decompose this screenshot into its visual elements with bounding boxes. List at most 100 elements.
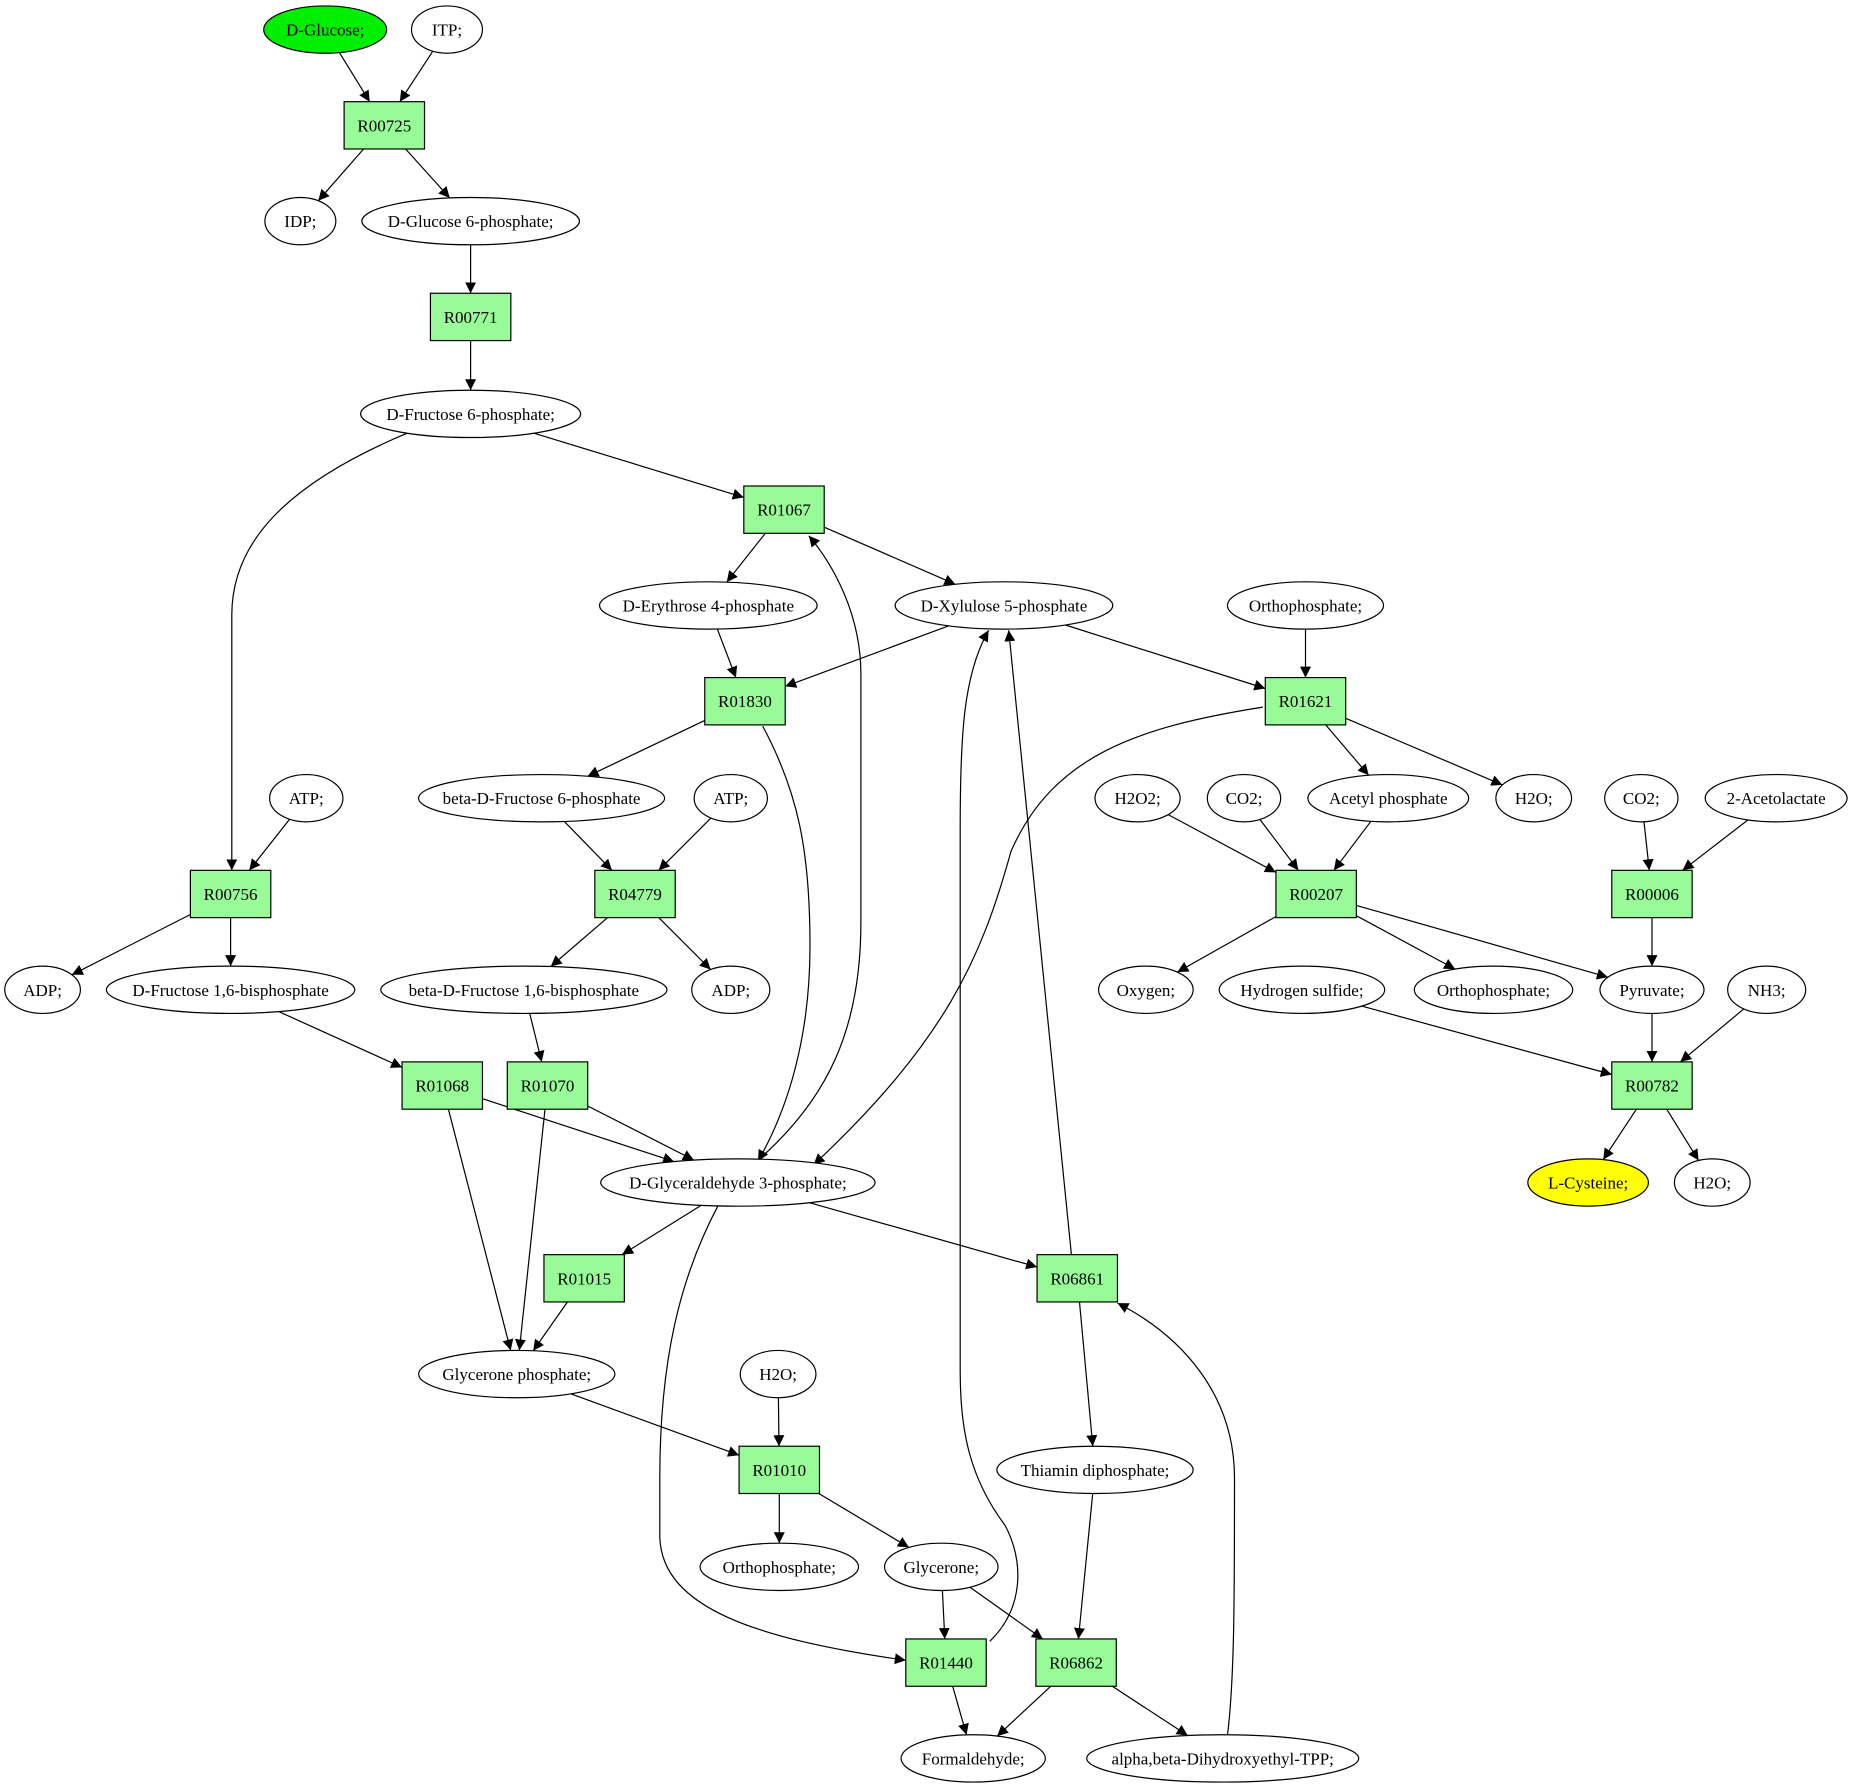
reaction-node: R00725 [343, 101, 426, 150]
compound-node: ITP; [410, 5, 484, 54]
compound-node: Orthophosphate; [1413, 965, 1574, 1015]
compound-label: ATP; [713, 789, 748, 808]
compound-label: IDP; [284, 212, 316, 231]
compound-node: Oxygen; [1097, 965, 1194, 1015]
compound-ellipse [1307, 773, 1470, 823]
edge-arrow [533, 432, 744, 500]
edge-arrow [570, 1393, 740, 1457]
compound-ellipse [1495, 773, 1573, 823]
reaction-box [343, 101, 426, 150]
compound-node: H2O; [1495, 773, 1573, 823]
reaction-box [543, 1254, 625, 1303]
compound-label: beta-D-Fructose 1,6-bisphosphate [409, 981, 639, 1000]
reaction-box [506, 1061, 589, 1110]
compound-node: H2O; [1673, 1158, 1751, 1207]
reaction-node: R01067 [743, 485, 825, 534]
compound-node: CO2; [1206, 773, 1282, 823]
compound-node: beta-D-Fructose 1,6-bisphosphate [380, 965, 668, 1015]
reaction-node: R01068 [401, 1061, 484, 1110]
edge-arrow [587, 719, 706, 777]
edge-arrow [1356, 904, 1609, 980]
edge-arrow [563, 820, 613, 871]
edge-arrow [969, 1586, 1044, 1640]
reaction-box [1264, 676, 1347, 726]
edge-arrow [809, 1202, 1038, 1270]
edge-arrow [818, 1492, 910, 1548]
compound-node: Orthophosphate; [699, 1542, 860, 1592]
reaction-box [1611, 869, 1693, 919]
edge-arrow [1345, 717, 1503, 786]
edge-arrow [952, 1686, 969, 1736]
reaction-label: R01830 [718, 692, 772, 711]
edge-arrow [773, 1397, 785, 1447]
reaction-node: R01621 [1264, 676, 1347, 726]
compound-node: D-Xylulose 5-phosphate [894, 581, 1114, 630]
compound-ellipse [1218, 965, 1386, 1015]
edge-arrow [1177, 916, 1277, 973]
reaction-node: R00207 [1275, 869, 1357, 919]
compound-ellipse [269, 773, 344, 823]
compound-ellipse [996, 1445, 1194, 1495]
compound-node: NH3; [1727, 965, 1807, 1015]
compound-label: Hydrogen sulfide; [1240, 981, 1363, 1000]
compound-label: CO2; [1623, 789, 1660, 808]
reaction-box [1275, 869, 1357, 919]
compound-label: CO2; [1226, 789, 1263, 808]
compound-ellipse [360, 389, 582, 439]
reaction-label: R01070 [521, 1077, 575, 1096]
compound-node: D-Fructose 6-phosphate; [360, 389, 582, 439]
reaction-label: R04779 [608, 885, 662, 904]
edge-arrow [1117, 1302, 1236, 1736]
compound-node: alpha,beta-Dihydroxyethyl-TPP; [1086, 1734, 1360, 1783]
reaction-node: R04779 [594, 869, 676, 919]
edge-arrow [399, 50, 434, 103]
compound-ellipse [1527, 1158, 1650, 1207]
compound-node: D-Glucose; [263, 5, 388, 54]
compound-ellipse [600, 1158, 876, 1207]
compound-label: NH3; [1748, 981, 1786, 1000]
edge-arrow [996, 1685, 1052, 1737]
compound-node: Hydrogen sulfide; [1218, 965, 1386, 1015]
compound-node: CO2; [1604, 773, 1679, 823]
compound-label: alpha,beta-Dihydroxyethyl-TPP; [1112, 1749, 1334, 1768]
compound-ellipse [693, 773, 769, 823]
compound-ellipse [691, 965, 771, 1015]
edge-arrow [621, 1204, 702, 1256]
compound-ellipse [1094, 773, 1181, 823]
reaction-box [401, 1061, 484, 1110]
edge-arrow [784, 625, 950, 688]
reaction-box [743, 485, 825, 534]
edge-arrow [1078, 1301, 1098, 1447]
compound-node: ADP; [4, 965, 82, 1015]
compound-label: D-Fructose 1,6-bisphosphate [132, 981, 328, 1000]
reaction-label: R00725 [357, 116, 411, 135]
reaction-node: R01070 [506, 1061, 589, 1110]
compound-label: H2O2; [1114, 789, 1160, 808]
compound-ellipse [1206, 773, 1282, 823]
reaction-box [429, 292, 512, 342]
compound-node: D-Erythrose 4-phosphate [598, 581, 818, 630]
reaction-label: R01015 [557, 1269, 611, 1288]
compound-node: H2O2; [1094, 773, 1181, 823]
compound-ellipse [1226, 581, 1385, 630]
compound-label: D-Erythrose 4-phosphate [623, 596, 794, 615]
edge-arrow [658, 817, 712, 871]
compound-label: 2-Acetolactate [1727, 789, 1826, 808]
reaction-label: R01010 [752, 1461, 806, 1480]
edge-arrow [716, 628, 738, 678]
edge-arrow [226, 432, 409, 871]
compound-label: D-Fructose 6-phosphate; [386, 405, 555, 424]
compound-ellipse [361, 196, 581, 246]
compound-label: L-Cysteine; [1548, 1174, 1628, 1193]
compound-label: Oxygen; [1117, 981, 1176, 1000]
compound-label: Orthophosphate; [1437, 981, 1550, 1000]
compound-ellipse [410, 5, 484, 54]
reaction-label: R06861 [1050, 1269, 1104, 1288]
edge-arrow [1167, 814, 1277, 873]
compound-ellipse [105, 965, 356, 1015]
reaction-box [1036, 1254, 1119, 1303]
compound-ellipse [1727, 965, 1807, 1015]
compound-label: ADP; [23, 981, 62, 1000]
compound-node: beta-D-Fructose 6-phosphate [418, 773, 666, 823]
